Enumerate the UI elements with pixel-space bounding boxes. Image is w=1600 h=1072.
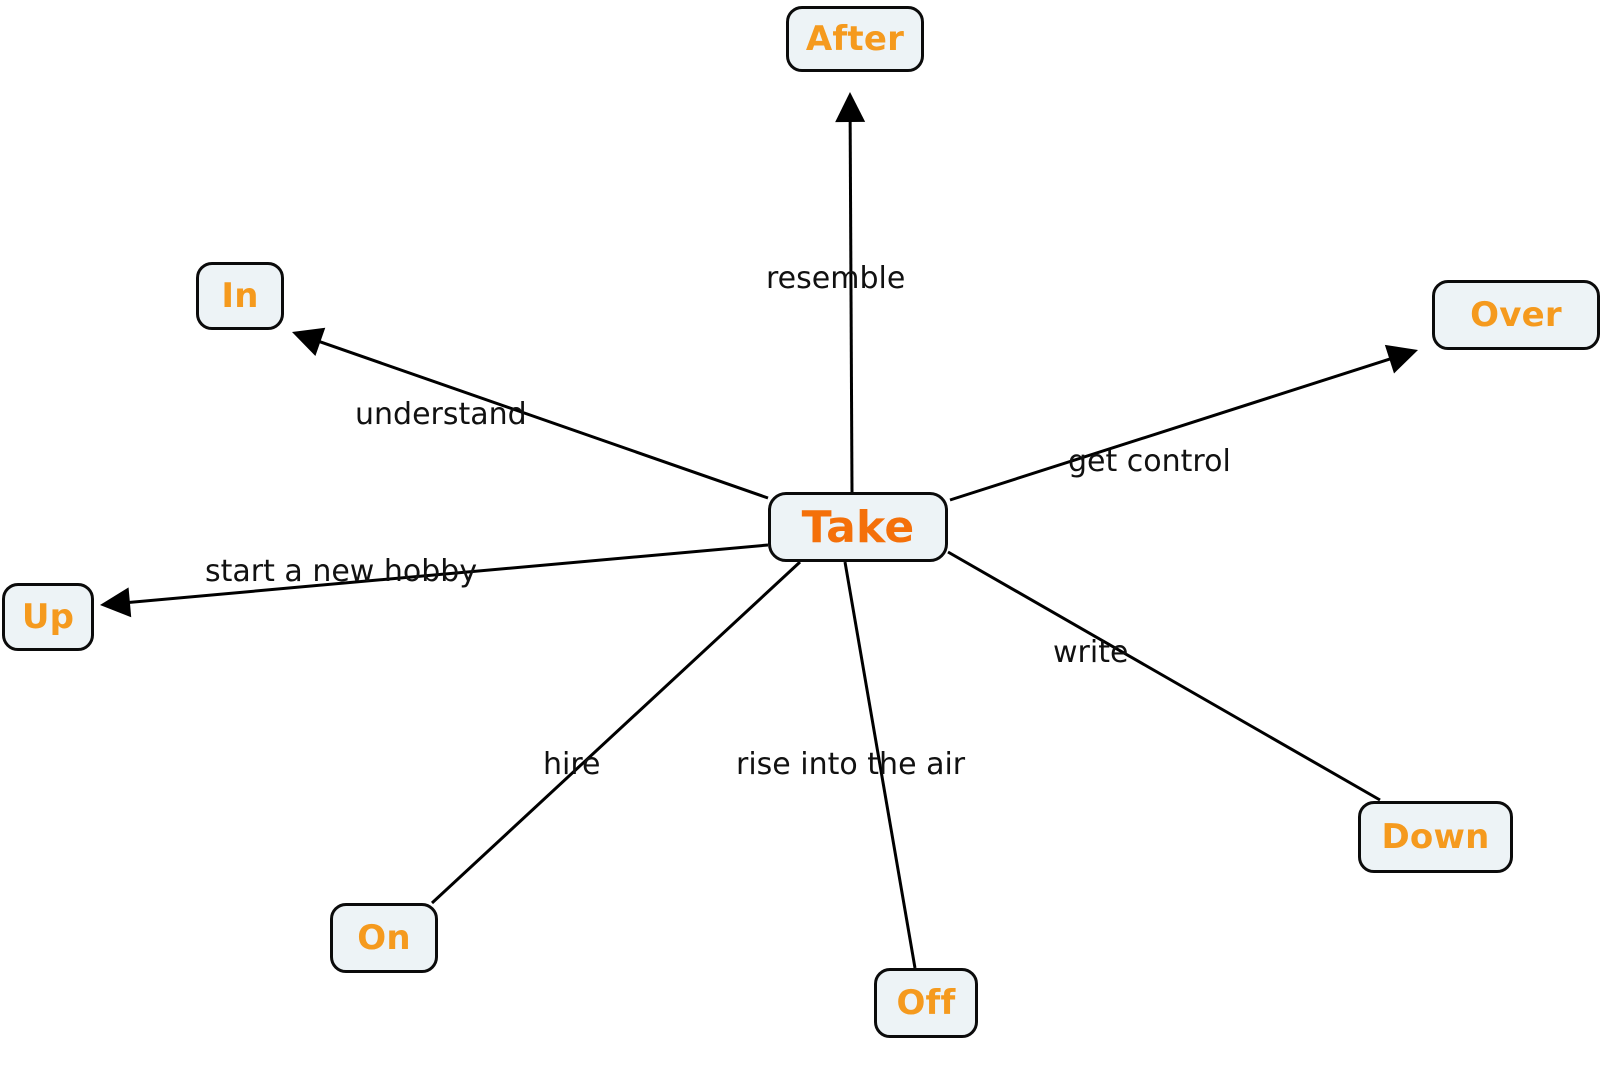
edge-take-in: [292, 327, 769, 500]
edge-take-over: [949, 344, 1418, 502]
edge-take-after: [835, 92, 866, 493]
node-on[interactable]: On: [330, 903, 438, 973]
edge-label-take-on: hire: [543, 747, 601, 782]
edge-take-on: [430, 560, 802, 905]
edge-line: [949, 356, 1394, 502]
node-label-take: Take: [801, 501, 915, 553]
edge-label-take-after: resemble: [766, 261, 906, 296]
edge-label-take-up: start a new hobby: [205, 554, 478, 589]
node-off[interactable]: Off: [874, 968, 978, 1038]
edge-label-take-over: get control: [1068, 444, 1231, 479]
node-in[interactable]: In: [196, 262, 284, 330]
node-label-in: In: [221, 276, 259, 316]
arrowhead-icon: [292, 327, 326, 357]
node-label-down: Down: [1381, 817, 1490, 857]
edge-take-up: [100, 543, 769, 618]
arrowhead-icon: [100, 587, 132, 618]
node-after[interactable]: After: [786, 6, 924, 72]
node-label-after: After: [805, 19, 905, 59]
edge-line: [947, 550, 1381, 802]
edge-take-down: [947, 550, 1381, 802]
node-label-over: Over: [1470, 295, 1562, 335]
node-label-up: Up: [21, 597, 75, 637]
node-take[interactable]: Take: [768, 492, 948, 562]
node-label-off: Off: [896, 983, 956, 1023]
edge-take-off: [843, 561, 917, 969]
edge-line: [125, 543, 769, 605]
edge-line: [316, 339, 769, 500]
edge-line: [848, 117, 854, 493]
node-up[interactable]: Up: [2, 583, 94, 651]
node-down[interactable]: Down: [1358, 801, 1513, 873]
edge-label-take-down: write: [1053, 635, 1129, 670]
edge-label-take-off: rise into the air: [736, 747, 966, 782]
node-label-on: On: [357, 918, 411, 958]
edge-line: [843, 561, 917, 969]
edge-label-take-in: understand: [355, 397, 527, 432]
arrowhead-icon: [835, 92, 866, 123]
arrowhead-icon: [1384, 344, 1418, 374]
edge-line: [430, 560, 802, 905]
node-over[interactable]: Over: [1432, 280, 1600, 350]
